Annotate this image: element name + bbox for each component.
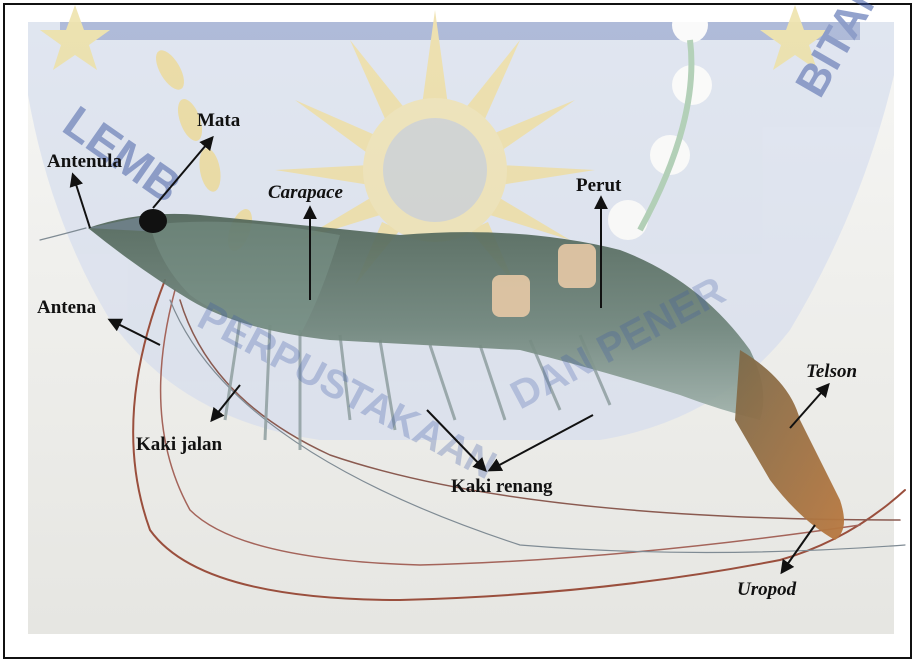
label-carapace: Carapace bbox=[268, 183, 343, 202]
label-telson: Telson bbox=[806, 362, 857, 381]
shrimp-eye bbox=[139, 209, 167, 233]
label-kaki-renang: Kaki renang bbox=[451, 477, 553, 496]
label-perut: Perut bbox=[576, 176, 621, 195]
label-kaki-jalan: Kaki jalan bbox=[136, 435, 222, 454]
label-antena: Antena bbox=[37, 298, 96, 317]
label-antenula: Antenula bbox=[47, 152, 122, 171]
label-mata: Mata bbox=[197, 111, 240, 130]
label-uropod: Uropod bbox=[737, 580, 796, 599]
